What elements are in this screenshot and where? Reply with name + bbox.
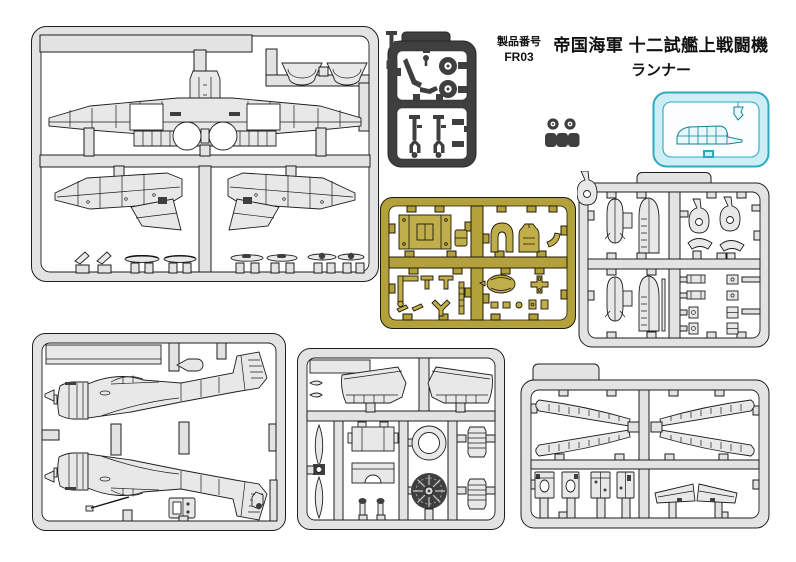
runner-tabs [388, 205, 568, 321]
gear-cover-parts [577, 171, 761, 260]
product-number-label: 製品番号 [497, 36, 541, 48]
wing-sprue [31, 26, 379, 282]
rod-part [661, 278, 666, 332]
small-detail-parts [679, 274, 761, 335]
propeller-part [306, 423, 325, 520]
pilot-and-detail-parts [478, 274, 549, 310]
clear-small-part [733, 106, 744, 121]
cockpit-sprue [380, 197, 576, 329]
fuselage-half-part [44, 351, 268, 420]
cylinder-parts [456, 426, 496, 510]
fuselage-sprue [32, 333, 286, 531]
wheel-parts [395, 48, 467, 100]
detail-sprue [577, 171, 770, 348]
flap-parts [535, 399, 640, 457]
drop-tank-and-fin-parts [604, 197, 660, 254]
sheet-subtitle: ランナー [630, 62, 691, 79]
title-block: 帝国海軍 十二試艦上戦闘機 ランナー [552, 31, 770, 80]
cowl-ring-part [407, 425, 447, 461]
small-parts-row [74, 251, 365, 274]
polycap-parts [545, 118, 580, 147]
product-number-block: 製品番号 FR03 [486, 36, 552, 64]
engine-accessory-parts [347, 421, 399, 521]
small-box-parts [534, 471, 635, 519]
engine-propeller-sprue [297, 348, 505, 530]
cowling-half-part [341, 366, 407, 404]
canopy-clear-sprue [652, 91, 770, 168]
kit-title: 帝国海軍 十二試艦上戦闘機 [553, 36, 769, 55]
runner-tabs [587, 191, 761, 339]
control-lever-parts [396, 275, 465, 317]
cowl-dome-parts [281, 62, 368, 86]
landing-gear-sprue [386, 31, 477, 168]
landing-gear-leg-parts [386, 31, 469, 164]
product-number-code: FR03 [504, 50, 534, 64]
cowling-half-part [427, 366, 493, 404]
tailplane-sprue [520, 363, 770, 529]
lower-wing-part [48, 70, 362, 151]
cockpit-floor-part [398, 214, 452, 250]
stabilizer-parts [654, 483, 738, 519]
runner-tabs [530, 389, 760, 519]
canopy-part [676, 125, 743, 145]
seat-parts [490, 222, 561, 253]
upper-wing-part [54, 172, 183, 231]
cone-part [176, 358, 204, 372]
radial-engine-part [407, 473, 447, 521]
fuselage-small-parts [85, 479, 278, 522]
